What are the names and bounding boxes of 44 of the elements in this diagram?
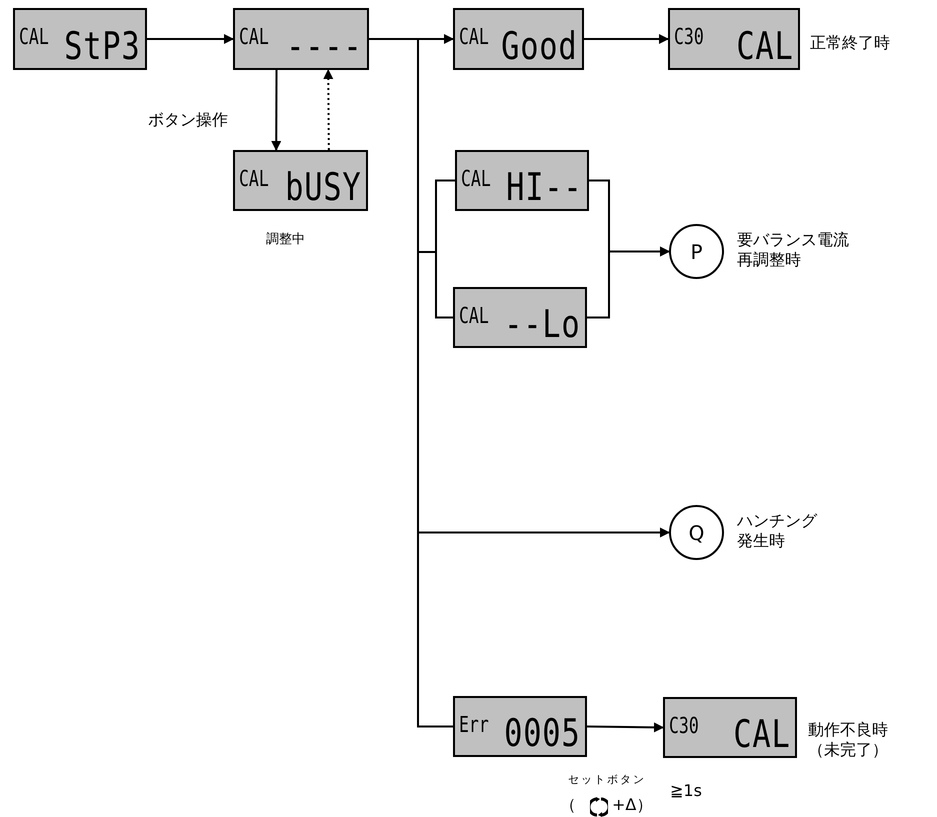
small-readout: CAL (459, 26, 489, 50)
note-text: 要バランス電流再調整時 (737, 230, 850, 270)
arrow (271, 70, 282, 151)
large-readout: 0005 (504, 713, 581, 753)
lcd-display (233, 150, 368, 211)
large-readout: bUSY (286, 167, 362, 207)
lcd-display (455, 150, 589, 211)
arrow (587, 246, 670, 318)
state-circle: P (669, 224, 724, 279)
lcd-display (13, 8, 147, 70)
large-readout: ---- (286, 26, 363, 66)
note-text: 調整中 (266, 231, 305, 249)
arrow (586, 722, 664, 732)
lcd-display (668, 8, 800, 70)
small-readout: Err (459, 714, 489, 738)
note-text: （ (560, 795, 576, 816)
large-readout: --Lo (504, 304, 581, 344)
small-readout: CAL (459, 305, 489, 329)
small-readout: C30 (669, 715, 699, 739)
note-text: 正常終了時 (810, 33, 890, 53)
large-readout: StP3 (64, 26, 141, 66)
large-readout: CAL (734, 714, 791, 754)
state-circle: Q (669, 505, 724, 560)
large-readout: Good (502, 26, 578, 66)
large-readout: CAL (736, 26, 794, 66)
small-readout: CAL (461, 168, 491, 192)
lcd-display (453, 8, 584, 70)
small-readout: C30 (674, 26, 704, 50)
note-text: +Δ） (612, 795, 652, 816)
small-readout: CAL (19, 26, 49, 50)
note-text: セットボタン (568, 772, 646, 787)
lcd-display (453, 696, 587, 757)
note-text: ≧1s (670, 781, 702, 800)
note-text: ハンチング発生時 (737, 511, 818, 551)
lcd-display (663, 697, 797, 758)
small-readout: CAL (239, 168, 269, 192)
note-text: 動作不良時（未完了） (807, 720, 889, 760)
small-readout: CAL (239, 26, 269, 50)
arrow (323, 69, 334, 150)
arrow (584, 34, 669, 44)
arrow (147, 34, 234, 44)
lcd-display (453, 287, 587, 348)
lcd-display (233, 8, 369, 70)
large-readout: HI-- (506, 167, 583, 207)
